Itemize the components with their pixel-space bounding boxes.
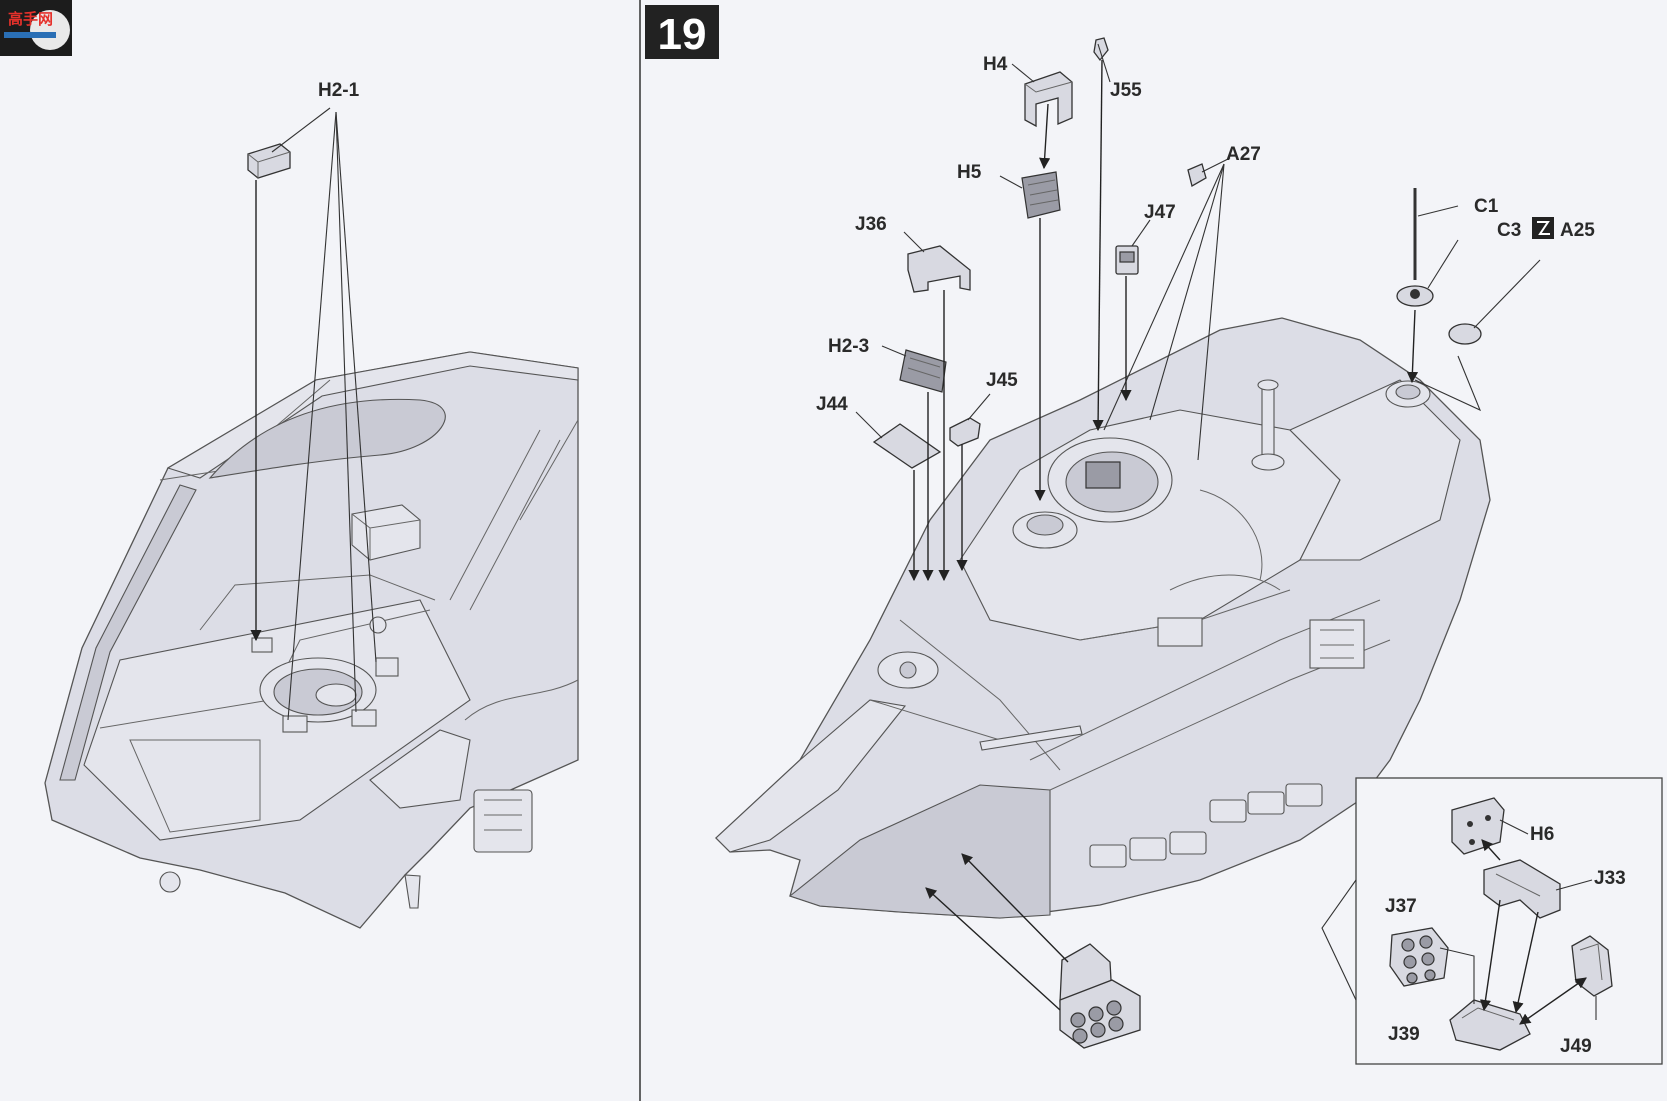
exhaust-assembly [1059, 943, 1141, 1049]
label-j55: J55 [1110, 80, 1142, 101]
right-leaders [855, 43, 1541, 1011]
part-h5 [1021, 171, 1061, 219]
part-j36 [907, 245, 971, 293]
part-j33 [1483, 859, 1561, 919]
part-a25 [1448, 323, 1482, 345]
label-h6: H6 [1530, 824, 1554, 845]
label-j47: J47 [1144, 202, 1176, 223]
label-j44: J44 [816, 394, 848, 415]
label-j45: J45 [986, 370, 1018, 391]
part-a27 [1187, 163, 1207, 187]
label-j49: J49 [1560, 1036, 1592, 1057]
part-j44 [872, 423, 942, 469]
label-h5: H5 [957, 162, 982, 183]
spare-track-links [1089, 783, 1323, 868]
label-c1: C1 [1474, 196, 1499, 217]
logo-text: 高手网 [8, 10, 53, 28]
right-hull-view [715, 317, 1491, 919]
step-number-box: 19 [645, 5, 719, 59]
part-j55 [1093, 37, 1109, 62]
left-hull-view [44, 351, 579, 929]
label-j36: J36 [855, 214, 887, 235]
part-j37 [1389, 927, 1449, 987]
detail-inset [1321, 777, 1663, 1065]
part-j47 [1115, 245, 1139, 275]
site-logo: 高手网 [0, 0, 72, 56]
step-number: 19 [658, 10, 707, 59]
label-h4: H4 [983, 54, 1008, 75]
part-h4 [1024, 71, 1073, 128]
label-a25: A25 [1560, 220, 1595, 241]
part-h2-3 [899, 349, 947, 393]
left-leaders [250, 107, 377, 721]
label-c3: C3 [1497, 220, 1521, 241]
label-h2-1: H2-1 [318, 80, 360, 101]
label-a27: A27 [1226, 144, 1261, 165]
label-h2-3: H2-3 [828, 336, 869, 357]
part-h2-1 [247, 143, 291, 179]
label-j39: J39 [1388, 1024, 1420, 1045]
label-j33: J33 [1594, 868, 1626, 889]
part-c3 [1396, 285, 1434, 307]
glue-icon [1532, 217, 1554, 239]
part-j45 [949, 417, 981, 447]
label-j37: J37 [1385, 896, 1417, 917]
